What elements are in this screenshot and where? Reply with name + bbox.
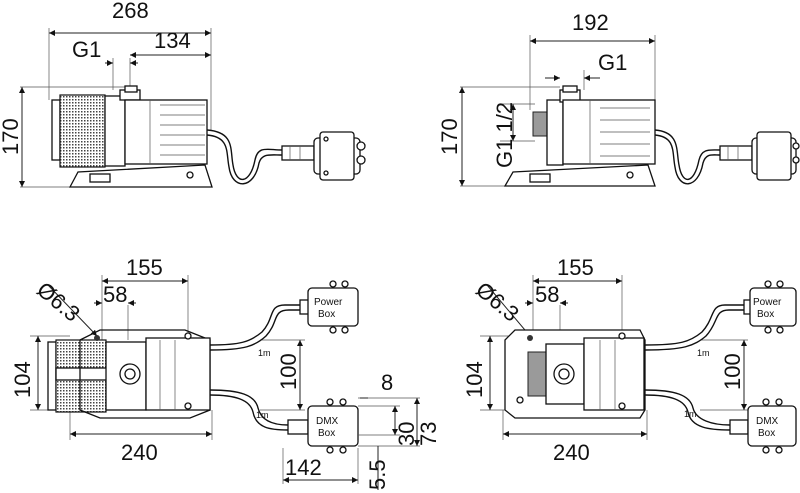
- dmx-box-label-right-1: DMX: [756, 416, 779, 427]
- view-top-left: 268 G1 134 170: [0, 0, 366, 188]
- dim-g1-inlet: G1: [72, 37, 101, 62]
- dim-192: 192: [572, 10, 609, 35]
- power-box-label-right-1: Power: [753, 297, 782, 308]
- dim-155-left: 155: [126, 255, 163, 280]
- dim-104-left: 104: [10, 361, 35, 398]
- view-bottom-left: 1m 1m Power Box DMX Box 155 Ø6.3 58: [10, 255, 441, 490]
- dim-170-right: 170: [437, 118, 462, 155]
- dim-104-right: 104: [462, 361, 487, 398]
- power-box-label-right-2: Box: [757, 309, 774, 320]
- dmx-box-label-2: Box: [318, 428, 335, 439]
- dim-268: 268: [112, 0, 149, 23]
- cable-1m-dmx: 1m: [256, 410, 269, 420]
- dim-134: 134: [154, 28, 191, 53]
- dim-hole-left: Ø6.3: [32, 277, 85, 327]
- power-box-label-2: Box: [318, 309, 335, 320]
- dmx-box-label-right-2: Box: [758, 428, 775, 439]
- dim-240-right: 240: [553, 440, 590, 465]
- view-top-right: 192 G1 170 G1 1/2: [437, 10, 800, 187]
- dim-170-left: 170: [0, 118, 23, 155]
- dim-142: 142: [285, 455, 322, 480]
- dim-g1-outlet: G1: [598, 50, 627, 75]
- dim-100-right: 100: [720, 353, 745, 390]
- dim-g1-1-2: G1 1/2: [492, 102, 517, 168]
- cable-1m-power-right: 1m: [697, 348, 710, 358]
- cable-1m-power: 1m: [258, 348, 271, 358]
- dim-155-right: 155: [557, 255, 594, 280]
- dim-5-5: 5.5: [365, 459, 390, 490]
- cable-1m-dmx-right: 1m: [684, 409, 697, 419]
- dmx-box-label-1: DMX: [316, 416, 339, 427]
- dim-73: 73: [416, 422, 441, 446]
- dim-100-left: 100: [276, 353, 301, 390]
- dim-240-left: 240: [121, 440, 158, 465]
- dim-30: 30: [394, 422, 419, 446]
- dim-8: 8: [381, 370, 393, 395]
- view-bottom-right: 1m 1m Power Box DMX Box 155 Ø6.3 58 104 …: [462, 255, 797, 465]
- dim-58-left: 58: [103, 282, 127, 307]
- power-box-label-1: Power: [314, 297, 343, 308]
- dim-58-right: 58: [535, 282, 559, 307]
